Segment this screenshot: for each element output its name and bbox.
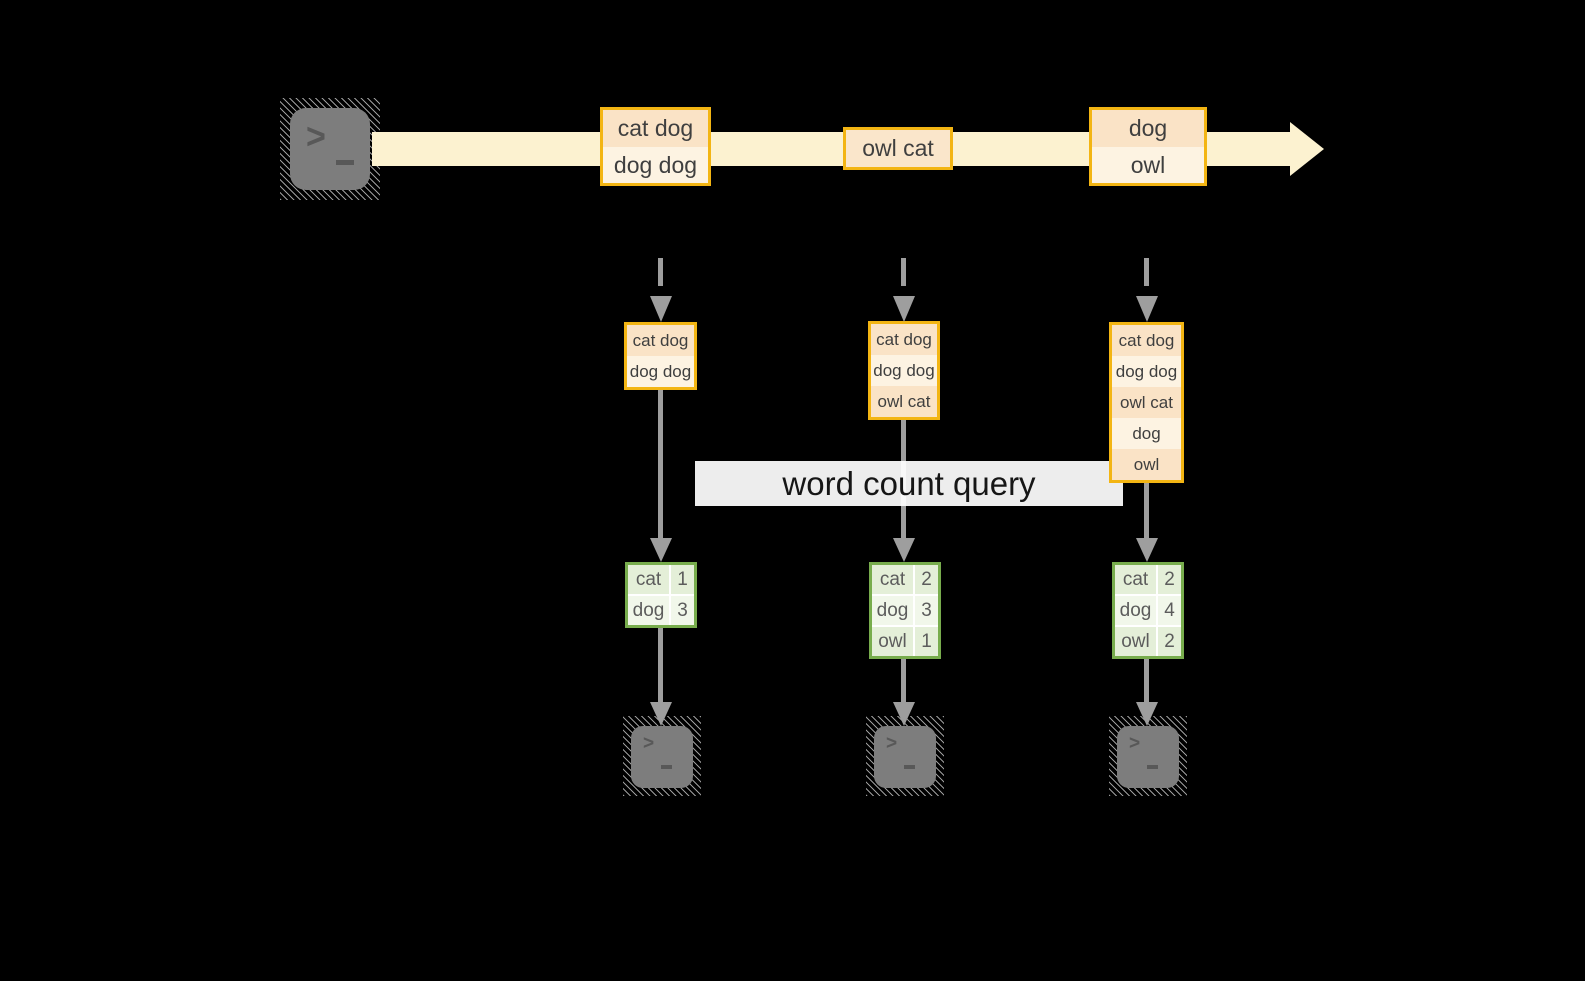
received-line: cat dog: [871, 324, 937, 355]
word-cell: owl: [872, 627, 913, 656]
received-line: dog dog: [627, 356, 694, 387]
word-count-query-label: word count query: [782, 465, 1036, 502]
prompt-icon: >: [643, 733, 655, 754]
word-cell: dog: [628, 596, 669, 625]
terminal-body: >: [631, 726, 693, 788]
count-cell: 3: [671, 596, 694, 625]
batch-line: dog dog: [603, 146, 708, 183]
received-line: owl cat: [1112, 387, 1181, 418]
received-line: owl cat: [871, 386, 937, 417]
arrowhead-down-icon: [893, 702, 915, 726]
count-cell: 4: [1158, 596, 1181, 625]
connector-line: [901, 659, 906, 702]
word-cell: owl: [1115, 627, 1156, 656]
query-band: [695, 461, 1123, 506]
word-cell: dog: [1115, 596, 1156, 625]
prompt-icon: >: [1129, 733, 1141, 754]
cursor-underscore-icon: [1147, 765, 1158, 769]
terminal-output-icon-1: >: [623, 716, 701, 796]
word-cell: cat: [872, 565, 913, 594]
batch-line: cat dog: [603, 110, 708, 147]
received-line: dog dog: [1112, 356, 1181, 387]
word-count-table-1: cat 1 dog 3: [625, 562, 697, 628]
connector-line: [658, 390, 663, 538]
arrowhead-down-icon: [1136, 296, 1158, 322]
arrowhead-down-icon: [1136, 702, 1158, 726]
received-line: cat dog: [627, 325, 694, 356]
arrowhead-down-icon: [893, 538, 915, 562]
count-cell: 1: [915, 627, 938, 656]
arrowhead-down-icon: [650, 702, 672, 726]
stream-batch-1: cat dog dog dog: [600, 107, 711, 186]
received-line: dog dog: [871, 355, 937, 386]
stream-batch-3: dog owl: [1089, 107, 1207, 186]
word-cell: cat: [1115, 565, 1156, 594]
stream-arrowhead-icon: [1290, 122, 1324, 176]
terminal-output-icon-2: >: [866, 716, 944, 796]
terminal-body: >: [874, 726, 936, 788]
count-cell: 2: [1158, 565, 1181, 594]
arrowhead-down-icon: [650, 296, 672, 322]
terminal-body: >: [290, 108, 370, 190]
prompt-icon: >: [886, 733, 898, 754]
count-cell: 3: [915, 596, 938, 625]
dashed-connector: [1144, 258, 1149, 286]
dashed-connector: [658, 258, 663, 286]
word-cell: dog: [872, 596, 913, 625]
terminal-body: >: [1117, 726, 1179, 788]
cursor-underscore-icon: [661, 765, 672, 769]
arrowhead-down-icon: [650, 538, 672, 562]
batch-line: owl: [1092, 146, 1204, 183]
prompt-icon: >: [306, 117, 326, 157]
terminal-source-icon: >: [280, 98, 380, 200]
cursor-underscore-icon: [336, 160, 354, 165]
count-cell: 1: [671, 565, 694, 594]
received-line: cat dog: [1112, 325, 1181, 356]
stream-batch-2: owl cat: [843, 127, 953, 170]
count-cell: 2: [915, 565, 938, 594]
cursor-underscore-icon: [904, 765, 915, 769]
terminal-output-icon-3: >: [1109, 716, 1187, 796]
received-lines-box-3: cat dog dog dog owl cat dog owl: [1109, 322, 1184, 483]
batch-line: owl cat: [846, 130, 950, 167]
connector-line: [1144, 659, 1149, 702]
word-count-table-2: cat 2 dog 3 owl 1: [869, 562, 941, 659]
received-lines-box-1: cat dog dog dog: [624, 322, 697, 390]
connector-line: [1144, 483, 1149, 538]
word-count-table-3: cat 2 dog 4 owl 2: [1112, 562, 1184, 659]
dashed-connector: [901, 258, 906, 286]
received-line: dog: [1112, 418, 1181, 449]
count-cell: 2: [1158, 627, 1181, 656]
batch-line: dog: [1092, 110, 1204, 147]
received-line: owl: [1112, 449, 1181, 480]
received-lines-box-2: cat dog dog dog owl cat: [868, 321, 940, 420]
arrowhead-down-icon: [1136, 538, 1158, 562]
connector-line: [658, 628, 663, 702]
arrowhead-down-icon: [893, 296, 915, 322]
word-cell: cat: [628, 565, 669, 594]
